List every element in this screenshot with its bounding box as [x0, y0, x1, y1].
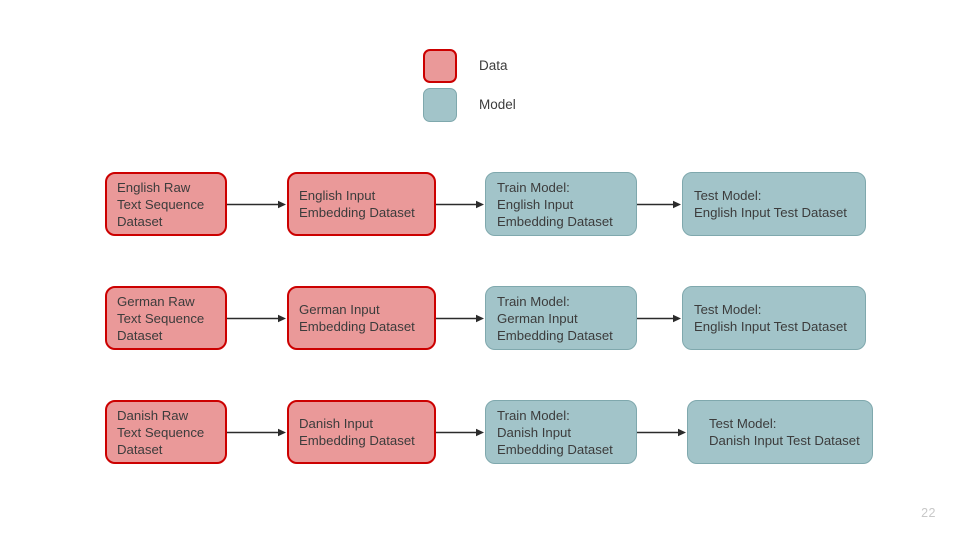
node-label: Danish Input Embedding Dataset — [299, 416, 415, 448]
node-label: Train Model: Danish Input Embedding Data… — [497, 407, 613, 457]
arrow-english-3 — [637, 200, 682, 209]
arrow-danish-1 — [227, 428, 287, 437]
legend-swatch-data-icon — [423, 49, 457, 83]
node-english-input-embedding[interactable]: English Input Embedding Dataset — [287, 172, 436, 236]
node-test-model-english-2[interactable]: Test Model: English Input Test Dataset — [682, 286, 866, 350]
node-label: German Raw Text Sequence Dataset — [117, 293, 205, 343]
arrow-german-3 — [637, 314, 682, 323]
legend-label-model: Model — [479, 97, 516, 113]
node-label: English Input Embedding Dataset — [299, 188, 415, 220]
node-label: Test Model: English Input Test Dataset — [694, 188, 847, 220]
arrow-danish-2 — [436, 428, 485, 437]
legend-swatch-model-icon — [423, 88, 457, 122]
node-label: English Raw Text Sequence Dataset — [117, 179, 205, 229]
node-test-model-english[interactable]: Test Model: English Input Test Dataset — [682, 172, 866, 236]
arrow-english-2 — [436, 200, 485, 209]
node-label: Danish Raw Text Sequence Dataset — [117, 407, 205, 457]
node-test-model-danish[interactable]: Test Model: Danish Input Test Dataset — [687, 400, 873, 464]
arrow-danish-3 — [637, 428, 687, 437]
node-danish-input-embedding[interactable]: Danish Input Embedding Dataset — [287, 400, 436, 464]
node-train-model-english[interactable]: Train Model: English Input Embedding Dat… — [485, 172, 637, 236]
node-label: Train Model: English Input Embedding Dat… — [497, 179, 613, 229]
node-german-input-embedding[interactable]: German Input Embedding Dataset — [287, 286, 436, 350]
legend-label-data: Data — [479, 58, 508, 74]
arrow-german-1 — [227, 314, 287, 323]
legend-item-data: Data — [423, 49, 508, 83]
node-train-model-german[interactable]: Train Model: German Input Embedding Data… — [485, 286, 637, 350]
node-label: Test Model: English Input Test Dataset — [694, 302, 847, 334]
node-german-raw-text[interactable]: German Raw Text Sequence Dataset — [105, 286, 227, 350]
node-label: Test Model: Danish Input Test Dataset — [709, 416, 860, 448]
node-train-model-danish[interactable]: Train Model: Danish Input Embedding Data… — [485, 400, 637, 464]
node-danish-raw-text[interactable]: Danish Raw Text Sequence Dataset — [105, 400, 227, 464]
page-number: 22 — [921, 506, 936, 520]
legend-item-model: Model — [423, 88, 516, 122]
arrow-german-2 — [436, 314, 485, 323]
node-english-raw-text[interactable]: English Raw Text Sequence Dataset — [105, 172, 227, 236]
arrow-english-1 — [227, 200, 287, 209]
node-label: Train Model: German Input Embedding Data… — [497, 293, 613, 343]
node-label: German Input Embedding Dataset — [299, 302, 415, 334]
